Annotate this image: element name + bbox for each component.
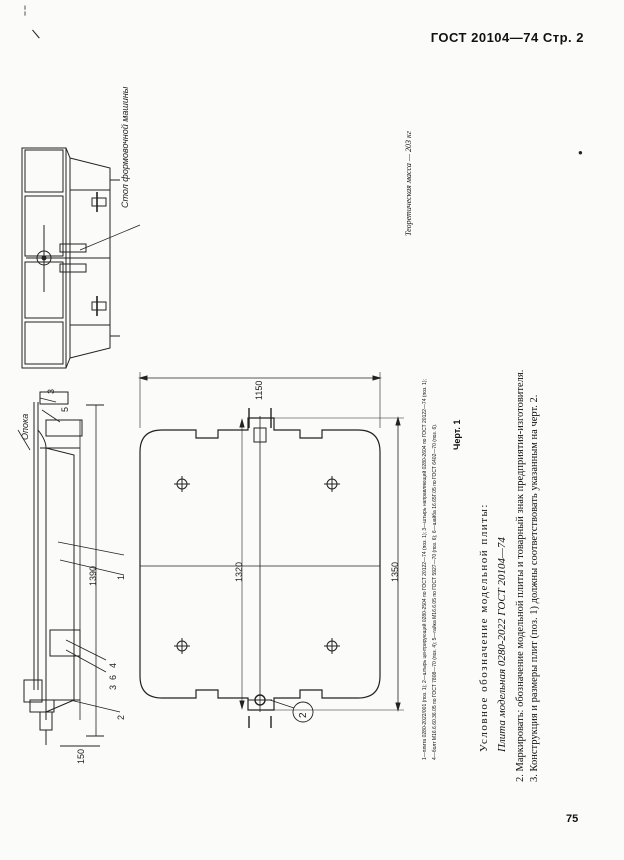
theoretical-mass: Теоретическая масса — 203 кг — [404, 131, 413, 236]
dim-plan-inner: 1320 — [234, 561, 244, 582]
callout-2: 2 — [298, 712, 309, 718]
scan-mark: ╎ — [22, 6, 29, 17]
note-2: 2. Маркировать: обозначение модельной пл… — [515, 369, 526, 782]
dim-plan-outer: 1350 — [390, 561, 400, 582]
designation-example: Плита модельная 0280-2022 ГОСТ 20104—74 — [496, 537, 508, 752]
dim-side-bottom: 150 — [76, 748, 86, 764]
label-support: Опока — [20, 413, 30, 440]
side-section-view — [17, 391, 125, 747]
figure-caption: Черт. 1 — [452, 419, 462, 450]
scan-dot: ● — [578, 148, 583, 157]
note-3: 3. Конструкция и размеры плит (поз. 1) д… — [529, 394, 540, 782]
dim-plan-width: 1150 — [254, 380, 264, 400]
dim-side-height: 1390 — [88, 565, 98, 586]
label-machine-table: Стол формовочной машины — [120, 86, 130, 208]
label-item-3-top: 3 — [46, 388, 56, 394]
page-number: 75 — [566, 813, 579, 825]
designation-label: Условное обозначение модельной плиты: — [478, 503, 490, 752]
label-item-5-top: 5 — [60, 406, 70, 412]
plan-view — [138, 372, 404, 728]
label-item-1: 1 — [116, 574, 126, 580]
label-item-3-bottom: 3 — [108, 684, 118, 690]
legend-line-2: 4—болт М16.6.60.36.05 по ГОСТ 7808—70 (п… — [432, 423, 438, 760]
label-item-6: 6 — [108, 674, 118, 680]
label-item-2: 2 — [116, 714, 126, 720]
page-header: ГОСТ 20104—74 Стр. 2 — [430, 30, 584, 45]
top-view — [21, 147, 141, 369]
label-item-4: 4 — [108, 662, 118, 668]
legend-line-1: 1—плита 0280-2022/001 (поз. 1); 2—штырь … — [422, 379, 428, 760]
